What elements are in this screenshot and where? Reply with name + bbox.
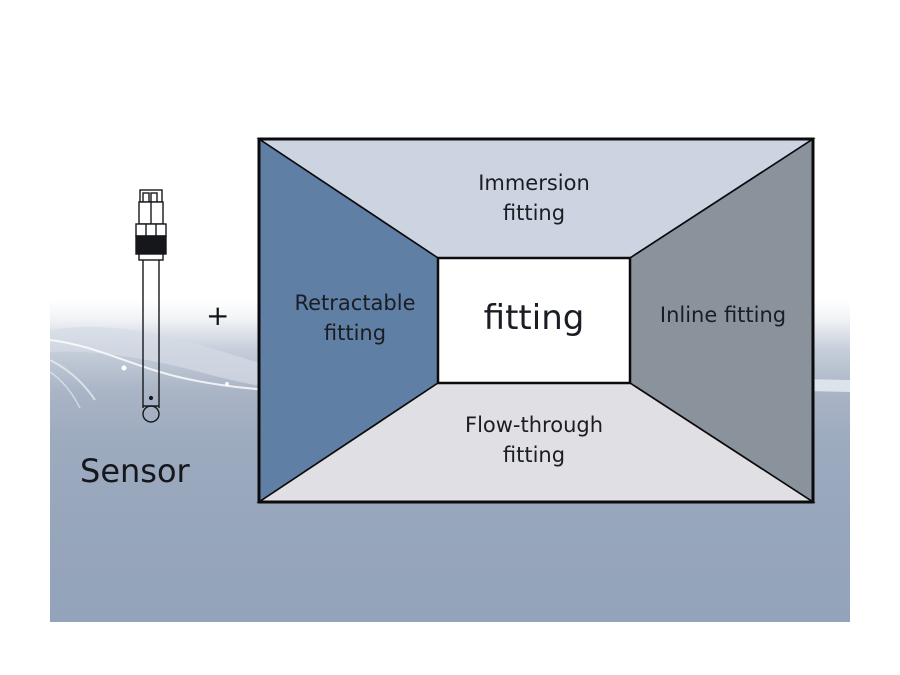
immersion-fitting-line1: Immersion bbox=[478, 171, 590, 195]
sensor-label: Sensor bbox=[80, 452, 190, 490]
fitting-diagram bbox=[256, 137, 816, 504]
outer-frame bbox=[257, 137, 815, 504]
plus-operator: + bbox=[206, 299, 230, 332]
flow-through-fitting-label: Flow-through fitting bbox=[436, 410, 632, 470]
retractable-fitting-label: Retractable fitting bbox=[272, 288, 438, 348]
inline-fitting-label: Inline fitting bbox=[638, 300, 808, 330]
retractable-fitting-line1: Retractable bbox=[294, 291, 416, 315]
flow-through-fitting-line1: Flow-through bbox=[464, 413, 604, 437]
immersion-fitting-label: Immersion fitting bbox=[436, 168, 632, 228]
immersion-fitting-line2: fitting bbox=[502, 201, 566, 225]
fitting-center-label: fitting bbox=[483, 298, 585, 338]
retractable-fitting-line2: fitting bbox=[323, 321, 387, 345]
inline-fitting-line1: Inline fitting bbox=[659, 303, 787, 327]
ph-electrode-sensor-icon bbox=[135, 189, 167, 423]
flow-through-fitting-line2: fitting bbox=[502, 443, 566, 467]
fitting-center-region[interactable] bbox=[436, 256, 632, 385]
